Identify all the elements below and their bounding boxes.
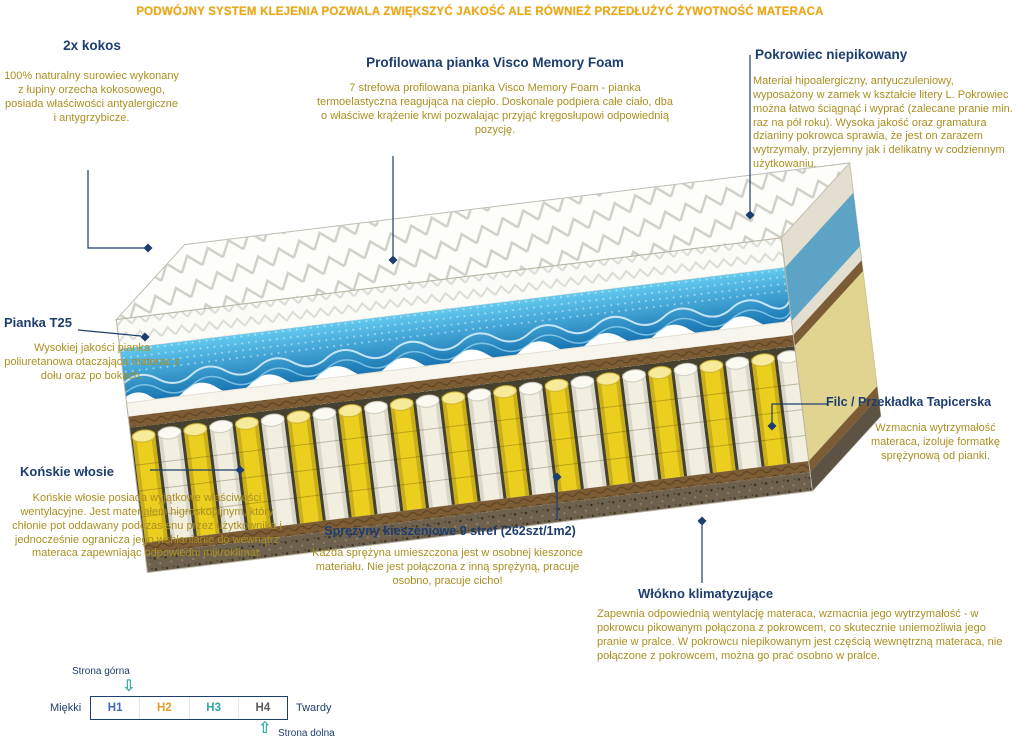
callout-line-pianka-t25 (77, 329, 142, 337)
visco-dot-texture (119, 267, 789, 378)
callout-body-konskie-wlosie: Końskie włosie posiada wyjątkowe właściw… (12, 492, 282, 560)
callout-body-pokrowiec: Materiał hipoalergiczny, antyuczuleniowy… (753, 75, 1013, 171)
hardness-level-h1: H1 (107, 702, 123, 714)
foam-edge-zigzag (116, 237, 785, 350)
scale-soft-label: Miękki (50, 702, 82, 714)
coconut-layer-bottom-texture (143, 461, 811, 554)
callout-title-pokrowiec: Pokrowiec niepikowany (755, 47, 908, 62)
callout-body-sprezyny: Każda sprężyna umieszczona jest w osobne… (312, 547, 583, 587)
callout-line-filc (771, 403, 828, 422)
callout-title-konskie-wlosie: Końskie włosie (20, 464, 114, 479)
visco-wave-highlight (123, 299, 791, 384)
side-springs-strip (794, 271, 878, 462)
visco-wave-highlight-2 (124, 309, 791, 394)
callout-title-kokos: 2x kokos (63, 38, 121, 53)
callout-line-kokos (87, 170, 144, 249)
side-base-strip (810, 397, 881, 491)
callout-body-pianka-t25: Wysokiej jakości pianka poliuretanowa ot… (4, 342, 180, 382)
arrow-down-icon: ⇩ (122, 676, 136, 695)
callout-title-pianka-t25: Pianka T25 (4, 315, 72, 330)
mattress-cutaway (115, 161, 882, 574)
top-banner: PODWÓJNY SYSTEM KLEJENIA POZWALA ZWIĘKSZ… (136, 6, 824, 18)
front-face-outline (115, 237, 813, 574)
coconut-layer-top-texture (128, 335, 795, 428)
side-coconut-strip-top (793, 260, 863, 347)
springs-layer (129, 346, 809, 543)
base-layer-speckle (145, 472, 813, 573)
callout-body-kokos: 100% naturalny surowiec wykonany z łupin… (4, 70, 179, 124)
scale-hard-label: Twardy (296, 702, 332, 714)
callout-body-visco: 7 strefowa profilowana pianka Visco Memo… (317, 82, 673, 136)
arrow-up-icon: ⇧ (258, 718, 272, 737)
scale-bottom-side-label: Strona dolna (278, 728, 335, 739)
callout-body-filc: Wzmacnia wytrzymałość materaca, izoluje … (871, 422, 1000, 462)
callout-body-wlokno: Zapewnia odpowiednią wentylację materaca… (597, 608, 1003, 662)
callout-title-wlokno: Włókno klimatyzujące (638, 586, 774, 601)
hardness-level-h2: H2 (139, 697, 188, 719)
hardness-scale: H1 H2 H3 H4 (90, 696, 288, 720)
callout-marker-kokos (143, 243, 153, 253)
callout-marker-wlokno (697, 516, 707, 526)
callout-title-filc: Filc / Przekładka Tapicerska (826, 395, 992, 409)
hardness-level-h4: H4 (237, 697, 287, 719)
side-coconut-strip-bottom (808, 386, 879, 473)
scale-top-side-label: Strona górna (72, 666, 130, 677)
callout-lines (77, 55, 828, 583)
hardness-level-h3: H3 (188, 697, 238, 719)
side-visco-strip (784, 192, 860, 322)
callout-title-sprezyny: Sprężyny kieszeniowe 9 stref (262szt/1m2… (324, 524, 576, 538)
callout-title-visco: Profilowana pianka Visco Memory Foam (366, 55, 624, 70)
top-foam-zigzag-texture (116, 162, 850, 320)
